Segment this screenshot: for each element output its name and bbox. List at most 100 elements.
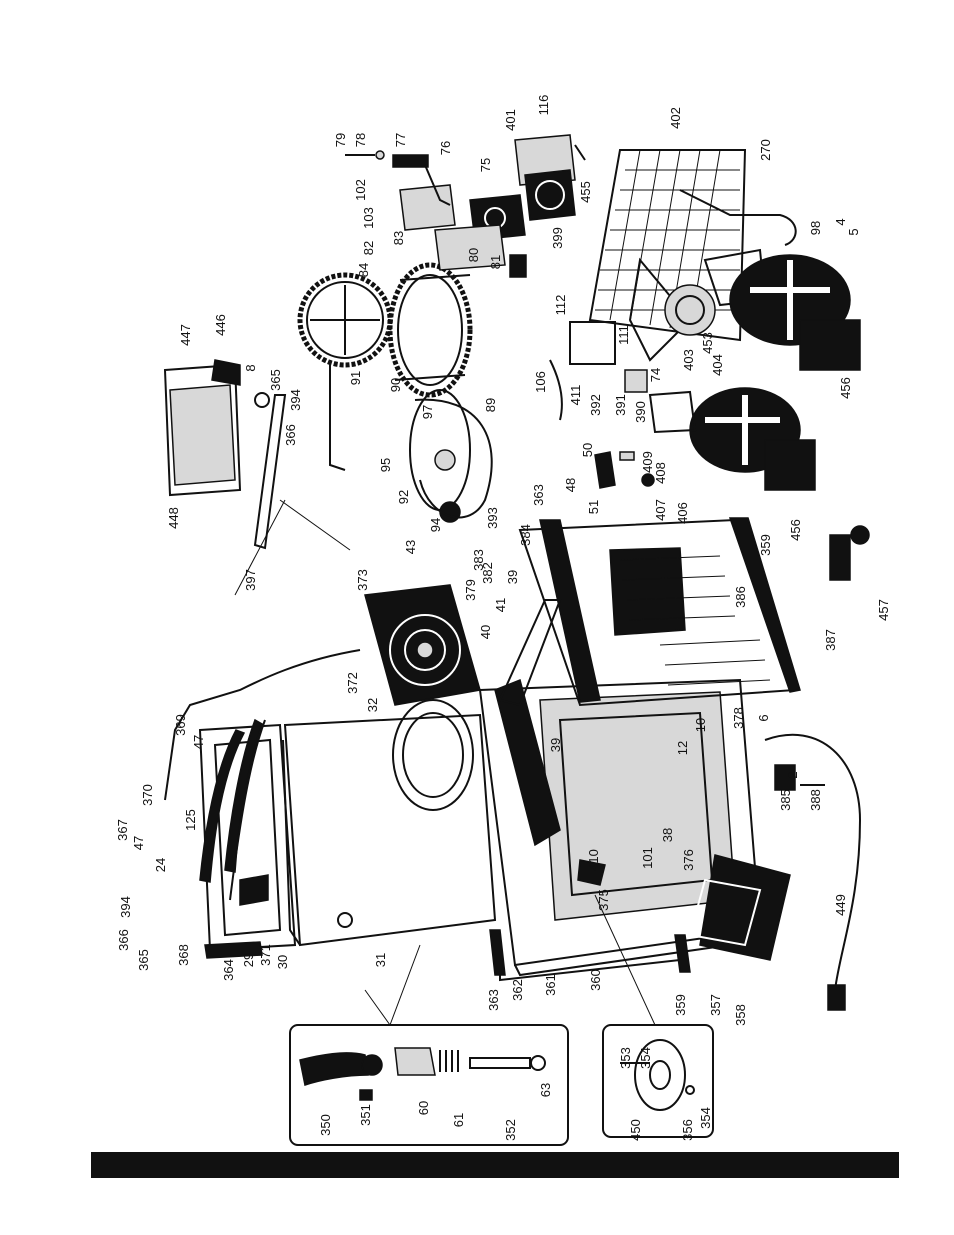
- callout-41: 41: [493, 598, 508, 612]
- callout-24: 24: [153, 858, 168, 872]
- callout-31: 31: [373, 953, 388, 967]
- callout-47b: 47: [131, 836, 146, 850]
- footer-bar: [91, 1152, 899, 1178]
- callout-394: 394: [288, 389, 303, 411]
- callout-382: 382: [480, 562, 495, 584]
- callout-379: 379: [463, 579, 478, 601]
- wheel-callout-353-0: 353: [618, 1047, 633, 1069]
- callout-40: 40: [478, 625, 493, 639]
- callout-372: 372: [345, 672, 360, 694]
- callout-360: 360: [588, 969, 603, 991]
- valve-callout-60: 60: [416, 1101, 431, 1115]
- callout-364: 364: [221, 959, 236, 981]
- callout-79: 79: [333, 133, 348, 147]
- callout-387: 387: [823, 629, 838, 651]
- chassis-frame: [478, 678, 791, 982]
- callout-51: 51: [586, 500, 601, 514]
- wheel-callout-450-2: 450: [628, 1119, 643, 1141]
- callout-270: 270: [758, 139, 773, 161]
- callout-357: 357: [708, 994, 723, 1016]
- callout-83: 83: [391, 231, 406, 245]
- callout-455: 455: [578, 181, 593, 203]
- callout-97: 97: [420, 405, 435, 419]
- callout-103: 103: [361, 207, 376, 229]
- callout-98: 98: [808, 221, 823, 235]
- callout-47: 47: [191, 735, 206, 749]
- callout-366b: 366: [116, 929, 131, 951]
- compressors: [689, 254, 861, 491]
- callout-50: 50: [580, 443, 595, 457]
- callout-376: 376: [681, 849, 696, 871]
- callout-365b: 365: [136, 949, 151, 971]
- callout-363b: 363: [486, 989, 501, 1011]
- callout-361: 361: [543, 974, 558, 996]
- callout-391: 391: [613, 394, 628, 416]
- callout-409: 409: [640, 451, 655, 473]
- callout-385: 385: [778, 789, 793, 811]
- callout-5: 5: [846, 228, 861, 235]
- callout-378: 378: [731, 707, 746, 729]
- callout-39: 39: [505, 570, 520, 584]
- callout-116: 116: [536, 95, 551, 116]
- callout-390: 390: [633, 401, 648, 423]
- callout-447: 447: [178, 324, 193, 346]
- callout-76: 76: [438, 141, 453, 155]
- callout-399: 399: [550, 227, 565, 249]
- callout-406: 406: [675, 502, 690, 524]
- callout-80: 80: [466, 248, 481, 262]
- callout-408: 408: [653, 462, 668, 484]
- callout-43: 43: [403, 540, 418, 554]
- callout-106: 106: [533, 371, 548, 393]
- callout-8: 8: [243, 364, 258, 371]
- callout-2: 2: [785, 771, 800, 778]
- callout-89: 89: [483, 398, 498, 412]
- callout-453: 453: [700, 332, 715, 354]
- callout-393: 393: [485, 507, 500, 529]
- callout-90: 90: [388, 378, 403, 392]
- wheel-callout-356-3: 356: [680, 1119, 695, 1141]
- callout-397: 397: [243, 569, 258, 591]
- gearbox-assembly: [297, 134, 586, 523]
- callout-410: 410: [586, 849, 601, 871]
- callout-403: 403: [681, 349, 696, 371]
- callout-38: 38: [660, 828, 675, 842]
- callout-384: 384: [518, 524, 533, 546]
- callout-94: 94: [428, 518, 443, 532]
- callout-363: 363: [531, 484, 546, 506]
- callout-411: 411: [568, 385, 583, 406]
- wheel-callout-354-4: 354: [698, 1107, 713, 1129]
- valve-callout-351: 351: [358, 1104, 373, 1126]
- callout-95: 95: [378, 458, 393, 472]
- callout-32: 32: [365, 698, 380, 712]
- callout-373: 373: [355, 569, 370, 591]
- callout-112: 112: [553, 295, 568, 316]
- callout-92: 92: [396, 490, 411, 504]
- callout-402: 402: [668, 107, 683, 129]
- callout-404: 404: [710, 354, 725, 376]
- callout-101: 101: [640, 847, 655, 869]
- callout-383: 383: [471, 549, 486, 571]
- callout-375: 375: [596, 889, 611, 911]
- callout-449: 449: [833, 894, 848, 916]
- valve-callout-63: 63: [538, 1083, 553, 1097]
- spigot-handle: [163, 359, 351, 596]
- callout-74: 74: [648, 368, 663, 382]
- callout-365: 365: [268, 369, 283, 391]
- callout-370: 370: [140, 784, 155, 806]
- callout-407: 407: [653, 499, 668, 521]
- misc-bottom-parts: [774, 525, 870, 791]
- callout-77: 77: [393, 133, 408, 147]
- callout-29: 29: [241, 953, 256, 967]
- callout-39b: 39: [548, 738, 563, 752]
- callout-448: 448: [166, 507, 181, 529]
- condenser: [588, 149, 797, 362]
- wheel-callout-354-1: 354: [638, 1047, 653, 1069]
- callout-78: 78: [353, 133, 368, 147]
- callout-457: 457: [876, 599, 891, 621]
- callout-75: 75: [478, 158, 493, 172]
- inset-valve-box: [289, 944, 569, 1146]
- callout-359: 359: [758, 534, 773, 556]
- valve-callout-352: 352: [503, 1119, 518, 1141]
- callout-30: 30: [275, 955, 290, 969]
